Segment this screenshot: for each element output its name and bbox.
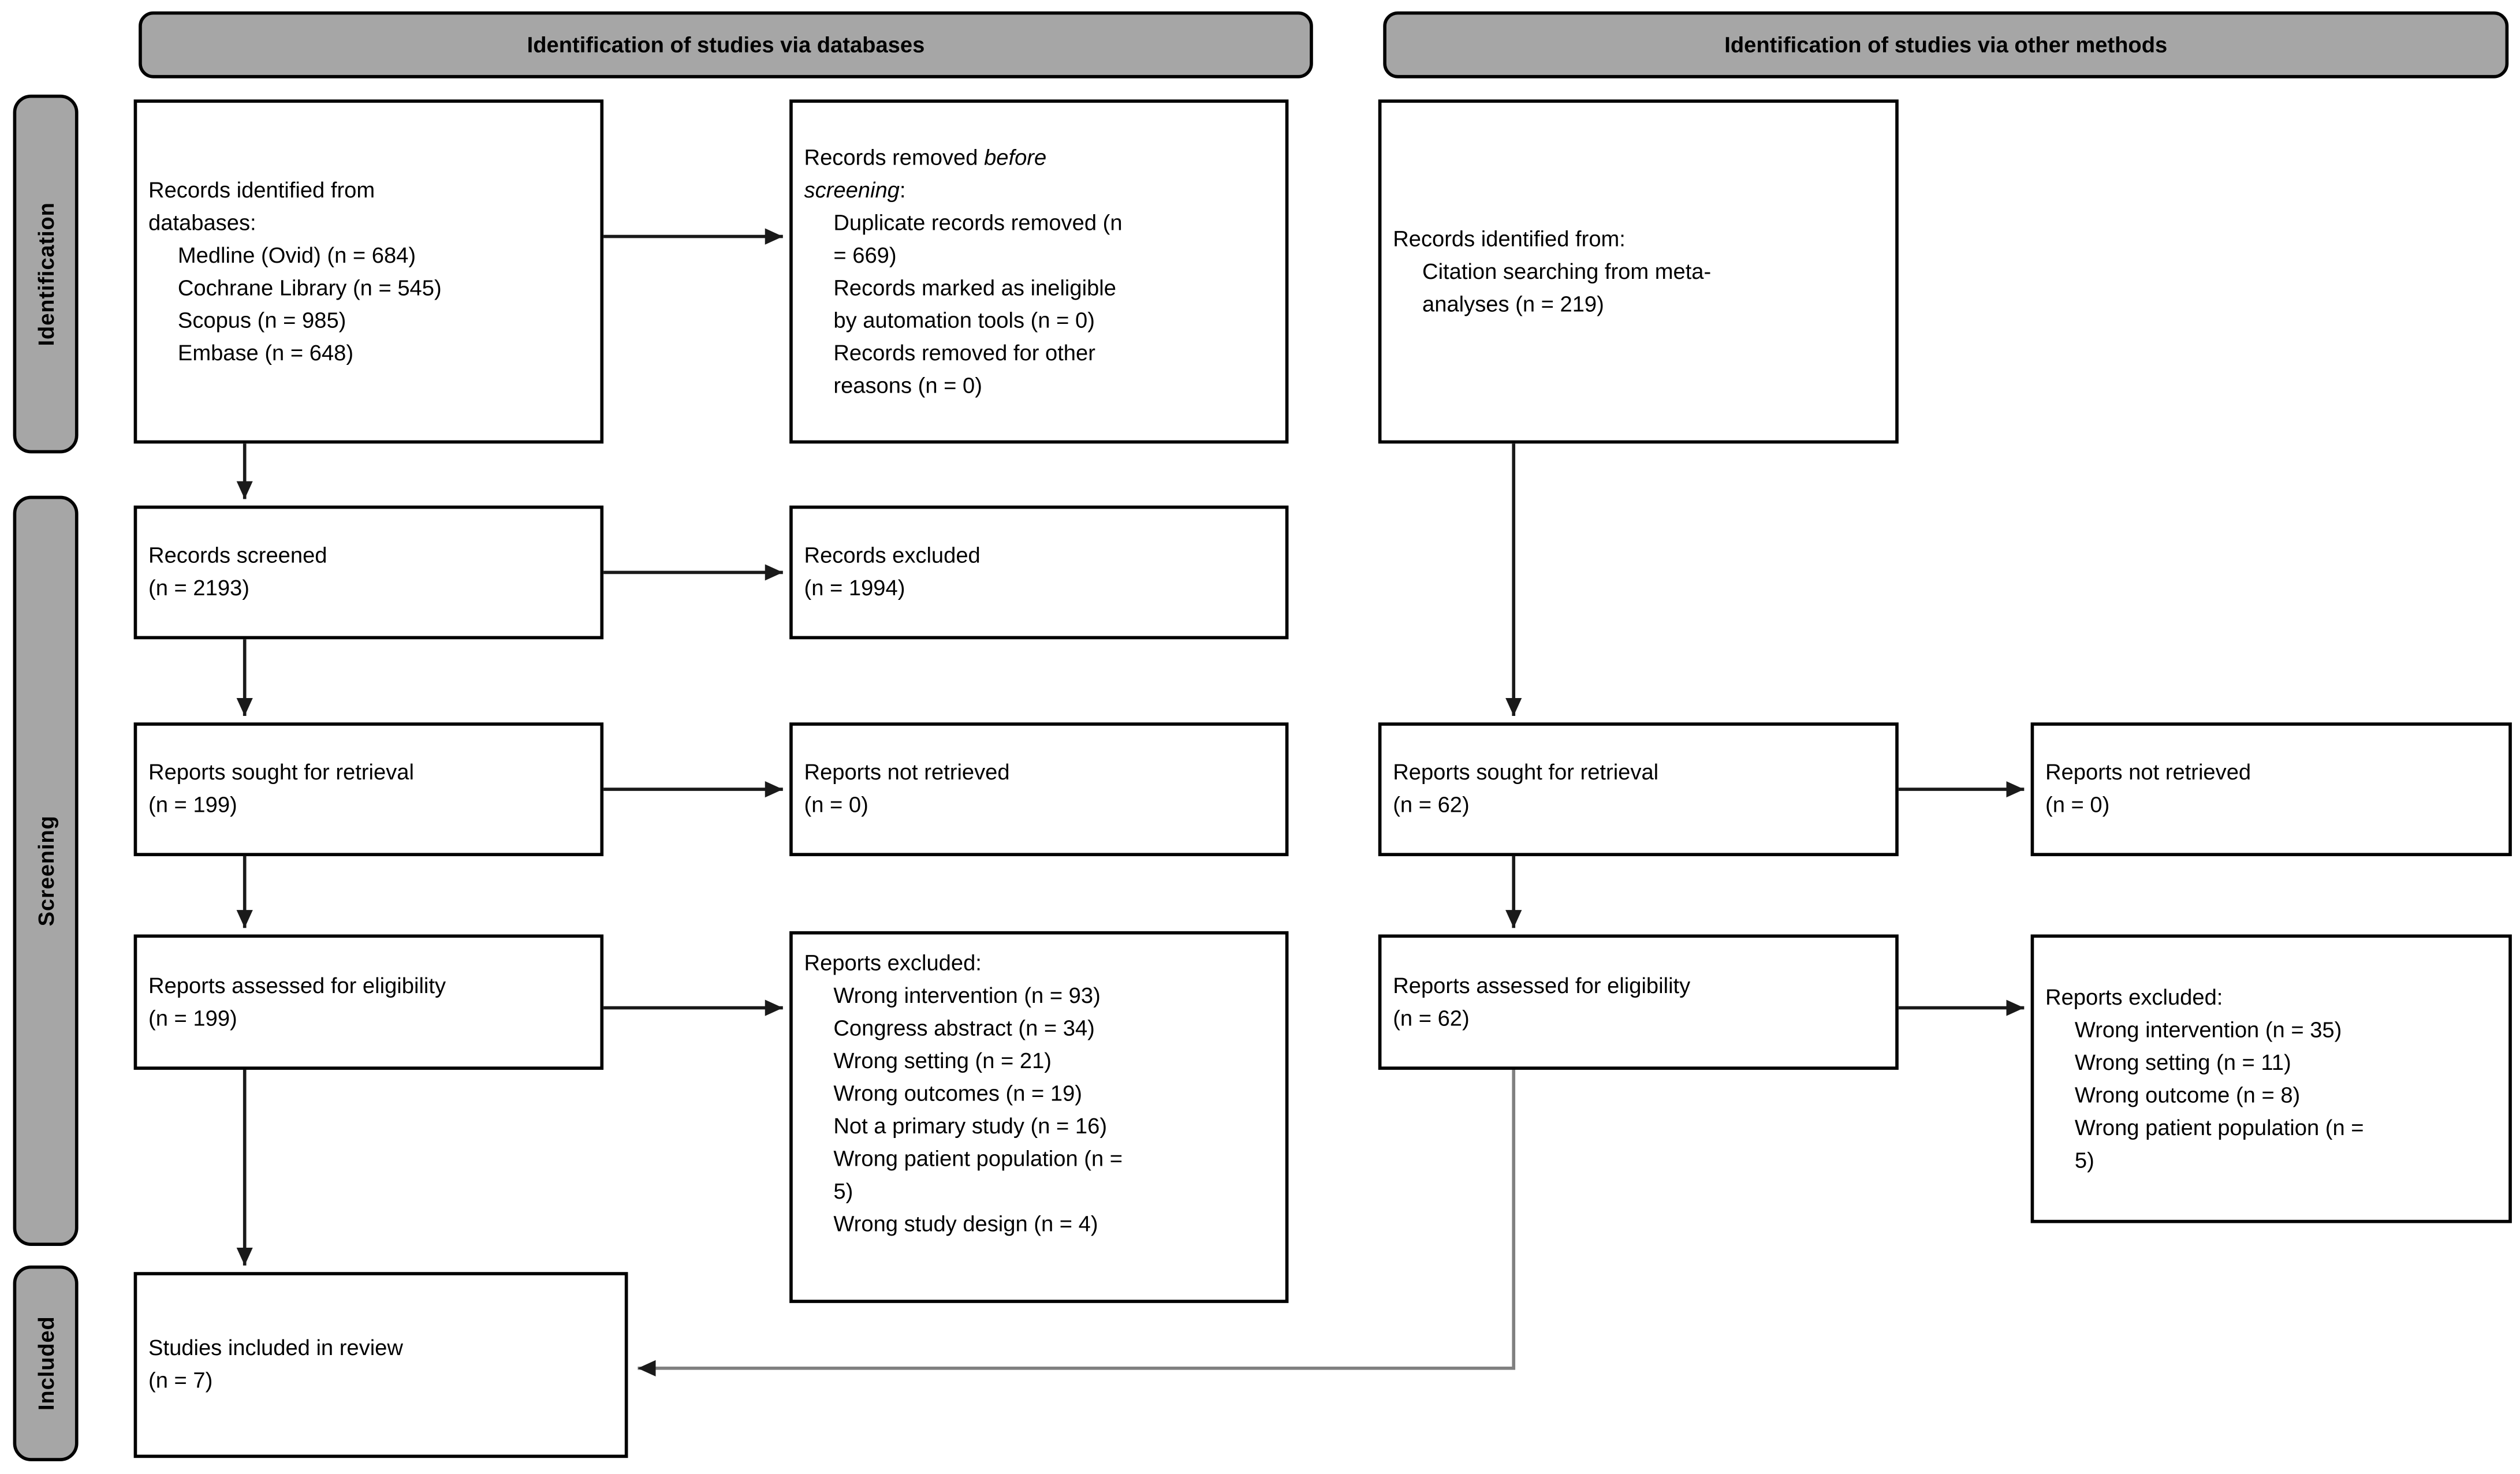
box-title: Records identified from: — [1393, 226, 1626, 251]
reports-sought-db-text: Reports sought for retrieval (n = 199) — [148, 760, 414, 818]
rail-identification: Identification — [13, 94, 79, 454]
rail-screening: Screening — [13, 495, 79, 1246]
box-title: Reports excluded: — [804, 950, 982, 976]
citation-searching: Citation searching from meta- analyses (… — [1422, 258, 1712, 316]
other-excluded-wrong-outcome: Wrong outcome (n = 8) — [2074, 1082, 2301, 1107]
db-source-cochrane: Cochrane Library (n = 545) — [177, 274, 442, 300]
box-reports-sought-other: Reports sought for retrieval (n = 62) — [1378, 722, 1899, 856]
studies-included-text: Studies included in review (n = 7) — [148, 1335, 403, 1393]
arrow-other-assessed-to-studies-included — [638, 1069, 1516, 1376]
header-databases-label: Identification of studies via databases — [527, 32, 925, 57]
excluded-wrong-setting: Wrong setting (n = 21) — [833, 1048, 1052, 1073]
box-studies-included: Studies included in review (n = 7) — [133, 1272, 628, 1458]
box-records-identified-other: Records identified from: Citation search… — [1378, 99, 1899, 444]
box-records-screened: Records screened (n = 2193) — [133, 505, 604, 640]
removed-automation: Records marked as ineligible by automati… — [833, 274, 1116, 332]
other-excluded-wrong-population: Wrong patient population (n = 5) — [2074, 1114, 2364, 1172]
header-other-methods-label: Identification of studies via other meth… — [1724, 32, 2168, 57]
box-records-excluded: Records excluded (n = 1994) — [789, 505, 1289, 640]
box-reports-assessed-other: Reports assessed for eligibility (n = 62… — [1378, 934, 1899, 1070]
box-title: Reports excluded: — [2045, 984, 2223, 1009]
reports-assessed-other-text: Reports assessed for eligibility (n = 62… — [1393, 972, 1691, 1030]
box-reports-assessed-databases: Reports assessed for eligibility (n = 19… — [133, 934, 604, 1070]
before-screening-italic: before screening — [804, 144, 1047, 201]
excluded-not-primary: Not a primary study (n = 16) — [833, 1114, 1108, 1139]
reports-not-retrieved-other-text: Reports not retrieved (n = 0) — [2045, 760, 2251, 818]
box-reports-excluded-other: Reports excluded: Wrong intervention (n … — [2030, 934, 2512, 1223]
box-reports-sought-databases: Reports sought for retrieval (n = 199) — [133, 722, 604, 856]
box-title: Records identified from databases: — [148, 177, 375, 234]
other-excluded-wrong-setting: Wrong setting (n = 11) — [2074, 1049, 2291, 1074]
excluded-wrong-design: Wrong study design (n = 4) — [833, 1211, 1098, 1237]
removed-other-reasons: Records removed for other reasons (n = 0… — [833, 339, 1095, 397]
box-records-removed-before-screening: Records removed before screening: Duplic… — [789, 99, 1289, 444]
excluded-wrong-outcomes: Wrong outcomes (n = 19) — [833, 1081, 1082, 1106]
other-excluded-wrong-intervention: Wrong intervention (n = 35) — [2074, 1017, 2342, 1042]
reports-sought-other-text: Reports sought for retrieval (n = 62) — [1393, 760, 1659, 818]
box-records-identified-databases: Records identified from databases: Medli… — [133, 99, 604, 444]
db-source-scopus: Scopus (n = 985) — [177, 307, 346, 332]
header-other-methods: Identification of studies via other meth… — [1383, 11, 2509, 79]
reports-assessed-db-text: Reports assessed for eligibility (n = 19… — [148, 972, 446, 1030]
box-reports-excluded-databases: Reports excluded: Wrong intervention (n … — [789, 931, 1289, 1303]
excluded-wrong-population: Wrong patient population (n = 5) — [833, 1146, 1123, 1204]
box-title: Records removed before screening: — [804, 144, 1047, 201]
records-screened-text: Records screened (n = 2193) — [148, 543, 327, 600]
excluded-congress-abstract: Congress abstract (n = 34) — [833, 1016, 1095, 1041]
db-source-medline: Medline (Ovid) (n = 684) — [177, 242, 416, 267]
header-databases: Identification of studies via databases — [139, 11, 1313, 79]
box-reports-not-retrieved-databases: Reports not retrieved (n = 0) — [789, 722, 1289, 856]
box-reports-not-retrieved-other: Reports not retrieved (n = 0) — [2030, 722, 2512, 856]
db-source-embase: Embase (n = 648) — [177, 339, 354, 365]
excluded-wrong-intervention: Wrong intervention (n = 93) — [833, 983, 1101, 1008]
rail-included: Included — [13, 1265, 79, 1461]
records-excluded-text: Records excluded (n = 1994) — [804, 543, 981, 600]
reports-not-retrieved-db-text: Reports not retrieved (n = 0) — [804, 760, 1010, 818]
removed-duplicates: Duplicate records removed (n = 669) — [833, 209, 1123, 267]
